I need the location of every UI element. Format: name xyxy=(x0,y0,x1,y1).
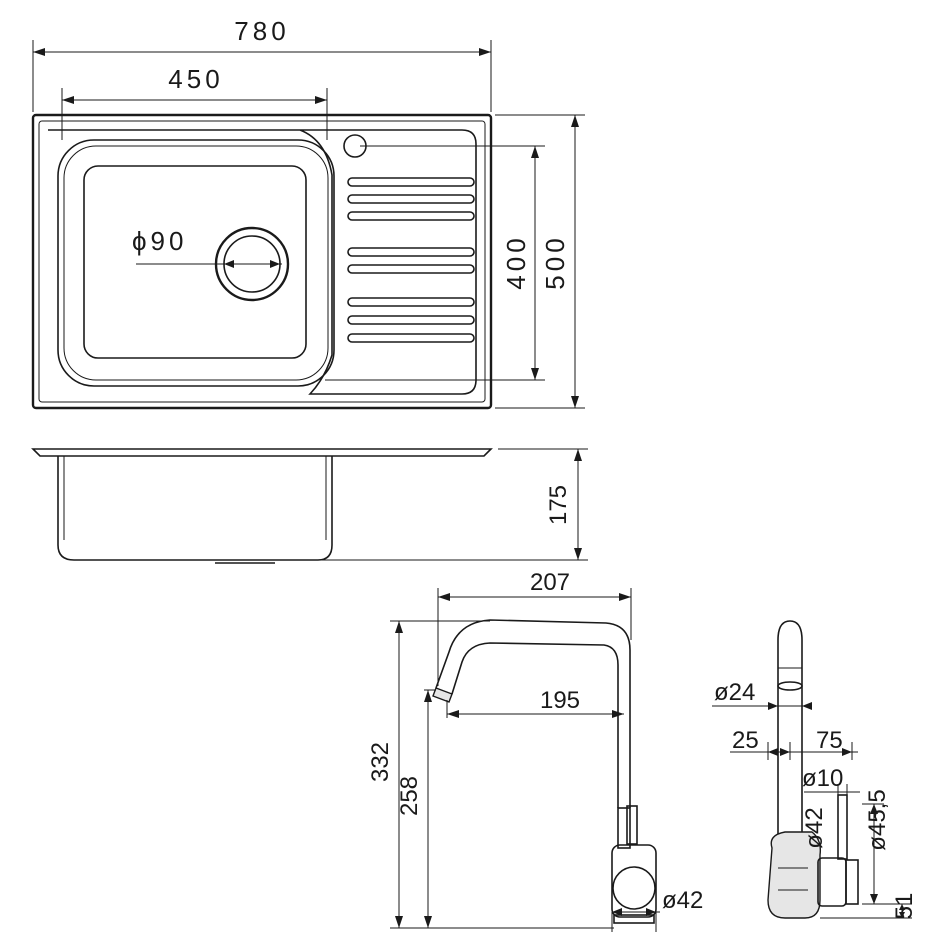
dim-outlet-diameter: ϕ90 xyxy=(132,226,187,256)
drain-rib xyxy=(347,194,475,204)
dim-base-height: 51 xyxy=(891,893,918,920)
dim-spout-height: 258 xyxy=(396,776,423,816)
dim-bowl-depth: 400 xyxy=(501,234,531,289)
dim-sink-height: 175 xyxy=(545,485,572,525)
drain-rib xyxy=(347,177,475,187)
dim-bowl-width: 450 xyxy=(168,64,223,94)
dim-overall-width: 780 xyxy=(234,16,289,46)
drain-rib xyxy=(347,264,475,274)
dim-lever-reach: 75 xyxy=(816,727,843,754)
drain-rib xyxy=(347,297,475,307)
dim-offset: 25 xyxy=(732,727,759,754)
dim-spout-reach: 195 xyxy=(540,687,580,714)
drain-rib xyxy=(347,315,475,325)
dim-handle-height: ø45,5 xyxy=(864,789,891,850)
dim-overall-depth: 500 xyxy=(540,234,570,289)
sink-side-view: 175 xyxy=(31,448,588,564)
dim-faucet-reach: 207 xyxy=(530,569,570,596)
faucet-front-view: 207 195 332 258 ø42 xyxy=(367,569,703,932)
drain-rib xyxy=(347,333,475,343)
faucet-side-view: ø24 25 75 ø10 ø42 ø45,5 51 xyxy=(712,620,918,920)
dim-base-diameter: ø42 xyxy=(662,887,703,914)
drain-rib xyxy=(347,211,475,221)
dim-spout-diameter: ø24 xyxy=(714,679,755,706)
dim-total-height: 332 xyxy=(367,742,394,782)
dim-lever-diameter: ø10 xyxy=(802,765,843,792)
sink-top-view: 780 450 ϕ90 400 500 xyxy=(31,16,585,410)
drain-rib xyxy=(347,247,475,257)
dim-body-diameter: ø42 xyxy=(801,807,828,848)
